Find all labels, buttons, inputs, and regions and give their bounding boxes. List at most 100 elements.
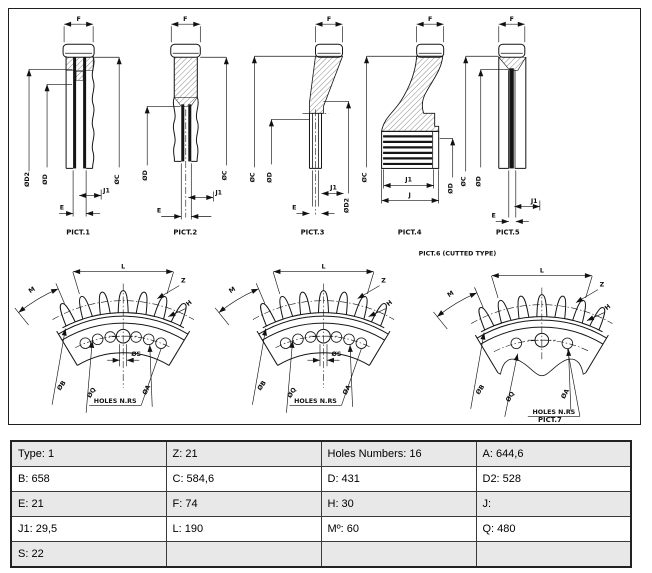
dim-label-e: E — [60, 204, 64, 211]
dim-label-f: F — [76, 16, 80, 23]
drawing-panel: F ØD2 ØD ØC J1 E PICT.1 F — [8, 8, 641, 425]
cross-section-pict4: F ØC ØD J1 J PICT.4 — [361, 16, 456, 237]
seg-label-l: L — [321, 264, 325, 271]
bolt-hole — [304, 331, 317, 343]
dim-label-f: F — [327, 16, 331, 23]
holes-note: HOLES N.RS — [533, 409, 576, 416]
dim-label-c: ØC — [361, 172, 369, 182]
dim-label-j1: J1 — [329, 184, 337, 191]
seg-label-m: M — [28, 286, 37, 295]
bolt-hole — [292, 333, 304, 346]
seg-label-b: ØB — [474, 383, 486, 396]
spec-cell-b: B: 658 — [10, 466, 167, 492]
dim-label-e: E — [157, 207, 161, 214]
rail-cap — [416, 43, 445, 58]
spec-cell-holes-numbers: Holes Numbers: 16 — [320, 440, 477, 467]
seg-label-m: M — [228, 286, 237, 295]
sprocket-teeth — [59, 290, 187, 329]
seg-label-a: ØA — [559, 387, 571, 400]
cross-section-pict5: F ØC ØD J1 E PICT.5 — [460, 16, 541, 237]
spec-cell-h: H: 30 — [320, 491, 477, 517]
spec-table: Type: 1 Z: 21 Holes Numbers: 16 A: 644,6… — [10, 440, 632, 568]
cross-section-pict1: F ØD2 ØD ØC J1 E PICT.1 — [23, 16, 122, 237]
dim-label-d2: ØD2 — [343, 198, 351, 213]
seg-label-z: Z — [381, 278, 386, 285]
spec-row: J1: 29,5 L: 190 Mº: 60 Q: 480 — [10, 516, 632, 542]
cross-section-pict3: F ØC ØD ØD2 J1 E PICT.3 — [248, 16, 352, 237]
spec-cell-a: A: 644,6 — [475, 440, 632, 467]
spec-cell-d2: D2: 528 — [475, 466, 632, 492]
dim-label-j1: J1 — [530, 198, 538, 205]
seg-label-s: ØS — [131, 350, 141, 358]
caption-pict5: PICT.5 — [496, 229, 520, 237]
caption-pict7: PICT.7 — [538, 416, 562, 424]
spec-cell-c: C: 584,6 — [165, 466, 322, 492]
cross-section-pict2: F ØD ØC J1 E PICT.2 — [141, 16, 229, 237]
spec-row: E: 21 F: 74 H: 30 J: — [10, 491, 632, 517]
rail-cap — [170, 43, 201, 58]
bolt-hole — [91, 333, 104, 346]
sprocket-teeth — [260, 290, 387, 329]
curved-web — [381, 55, 444, 132]
spec-cell-j1: J1: 29,5 — [10, 516, 167, 542]
seg-label-b: ØB — [256, 379, 268, 392]
bolt-hole — [355, 337, 368, 349]
caption-pict1: PICT.1 — [66, 229, 90, 237]
seg-label-z: Z — [181, 278, 186, 285]
spec-cell-l: L: 190 — [165, 516, 322, 542]
rail-cap — [314, 43, 344, 58]
seg-label-h: H — [604, 303, 613, 312]
dim-label-d: ØD — [265, 172, 273, 183]
dim-label-j1: J1 — [214, 189, 222, 196]
spec-cell-s: S: 22 — [10, 541, 167, 568]
bolt-hole — [561, 337, 574, 350]
spec-cell-type: Type: 1 — [10, 440, 167, 467]
seg-label-l: L — [540, 268, 544, 275]
dim-label-j1: J1 — [102, 187, 110, 194]
dim-label-c: ØC — [220, 170, 228, 180]
seg-label-h: H — [185, 299, 194, 308]
grouser-block — [381, 130, 440, 169]
caption-pict3: PICT.3 — [301, 229, 325, 237]
dim-label-j1: J1 — [404, 176, 412, 183]
bolt-hole — [104, 331, 116, 343]
seg-label-z: Z — [600, 282, 605, 289]
spec-row: Type: 1 Z: 21 Holes Numbers: 16 A: 644,6 — [10, 440, 632, 467]
dim-label-j: J — [407, 192, 410, 199]
dim-label-e: E — [292, 204, 296, 211]
sprocket-teeth — [478, 294, 606, 333]
seg-label-m: M — [446, 290, 455, 299]
dim-label-d2: ØD2 — [23, 172, 31, 187]
bolt-hole — [155, 337, 167, 349]
holes-note: HOLES N.RS — [294, 398, 337, 405]
spec-cell-m: Mº: 60 — [320, 516, 477, 542]
seg-label-b: ØB — [55, 379, 67, 392]
dim-label-c: ØC — [248, 172, 256, 182]
bolt-hole — [330, 331, 343, 343]
dim-label-e: E — [491, 213, 495, 220]
bolt-hole — [279, 337, 292, 349]
bolt-hole — [79, 337, 92, 349]
dim-label-d: ØD — [447, 183, 455, 194]
spec-cell-f: F: 74 — [165, 491, 322, 517]
seg-label-q: ØQ — [504, 390, 517, 404]
spec-cell-empty-1 — [165, 541, 322, 568]
spec-cell-q: Q: 480 — [475, 516, 632, 542]
caption-pict2: PICT.2 — [173, 229, 197, 237]
seg-label-s: ØS — [332, 350, 342, 358]
holes-note: HOLES N.RS — [94, 398, 137, 405]
dim-label-c: ØC — [460, 176, 468, 186]
bolt-hole — [343, 333, 355, 346]
spec-cell-e: E: 21 — [10, 491, 167, 517]
spec-row: S: 22 — [10, 541, 632, 568]
bolt-hole — [143, 333, 155, 346]
dim-label-c: ØC — [113, 174, 121, 184]
technical-drawing-svg: F ØD2 ØD ØC J1 E PICT.1 F — [14, 16, 613, 424]
dim-label-f: F — [510, 16, 514, 23]
seg-label-h: H — [385, 299, 394, 308]
dim-label-d: ØD — [141, 170, 149, 181]
